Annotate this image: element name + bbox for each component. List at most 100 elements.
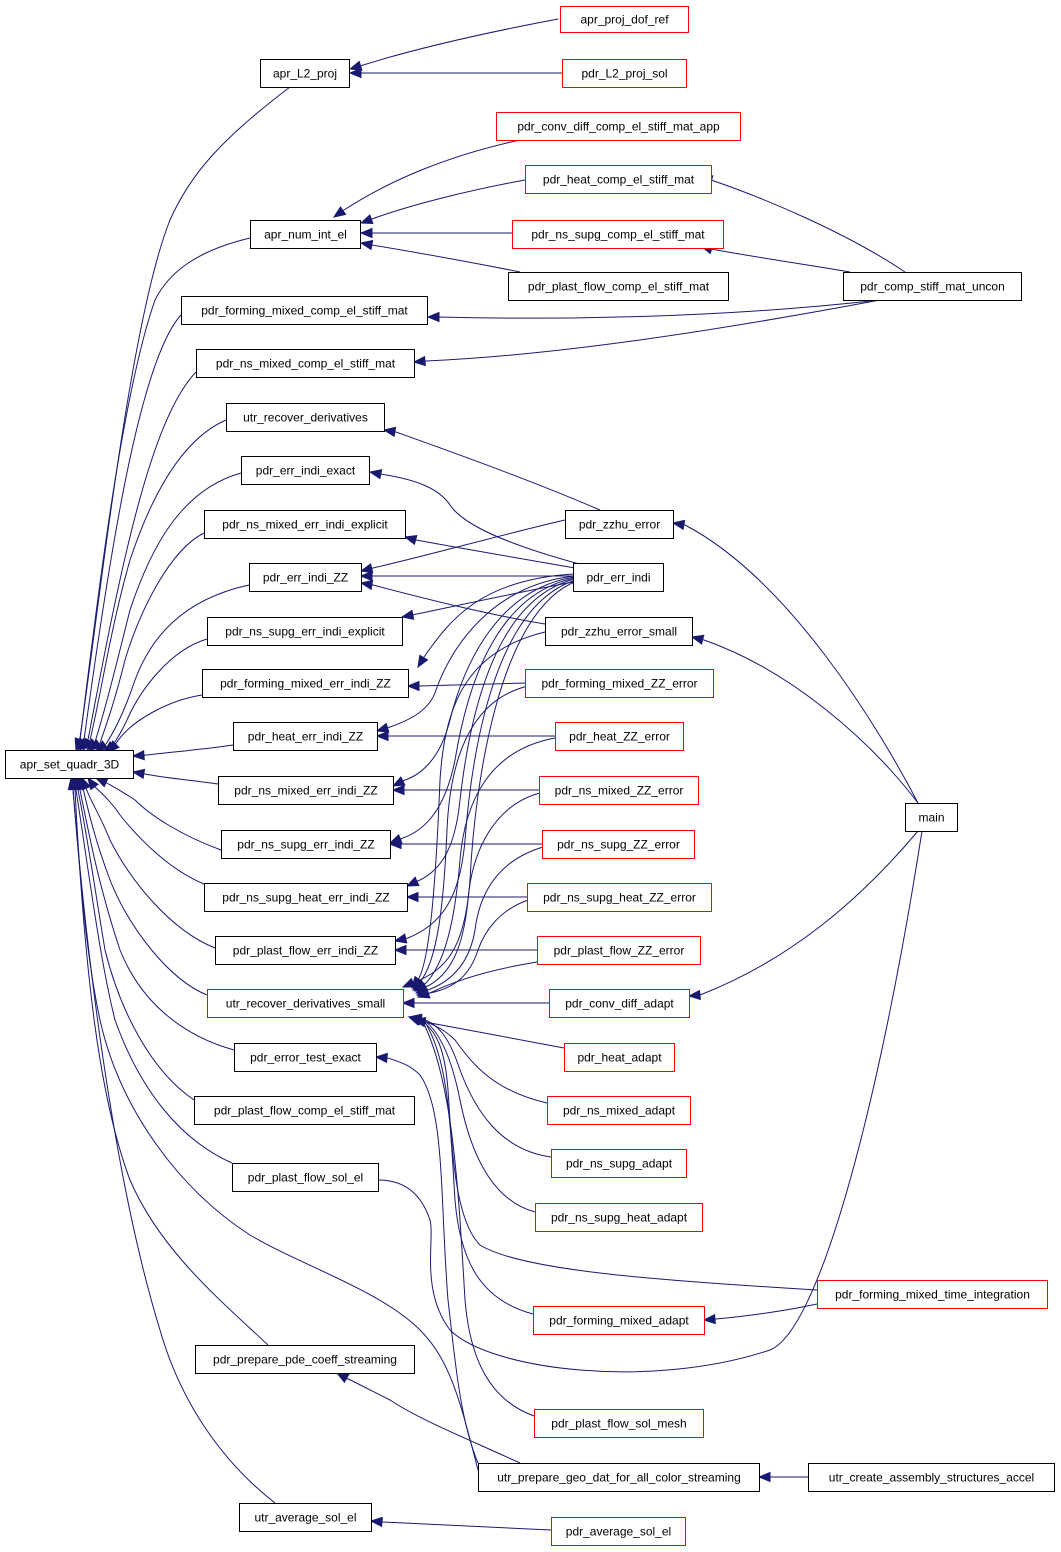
node-pdr-ns-supg-zz-error[interactable]: pdr_ns_supg_ZZ_error bbox=[542, 830, 695, 859]
node-main[interactable]: main bbox=[905, 803, 958, 832]
arrowhead bbox=[359, 570, 373, 582]
call-edge bbox=[429, 961, 538, 994]
call-edge bbox=[419, 578, 576, 881]
node-utr-create-assembly-structures-accel[interactable]: utr_create_assembly_structures_accel bbox=[808, 1463, 1055, 1492]
call-edge bbox=[417, 631, 546, 981]
node-box bbox=[551, 1517, 686, 1546]
node-pdr-conv-diff-adapt[interactable]: pdr_conv_diff_adapt bbox=[549, 989, 690, 1018]
call-edge bbox=[372, 519, 566, 569]
node-pdr-ns-supg-comp-el-stiff-mat[interactable]: pdr_ns_supg_comp_el_stiff_mat bbox=[512, 220, 724, 249]
node-apr-set-quadr-3d[interactable]: apr_set_quadr_3D bbox=[5, 750, 134, 779]
node-pdr-ns-supg-err-indi-explicit[interactable]: pdr_ns_supg_err_indi_explicit bbox=[207, 617, 403, 646]
arrowhead bbox=[94, 777, 109, 788]
node-pdr-ns-mixed-comp-el-stiff-mat[interactable]: pdr_ns_mixed_comp_el_stiff_mat bbox=[196, 349, 415, 378]
node-pdr-comp-stiff-mat-uncon[interactable]: pdr_comp_stiff_mat_uncon bbox=[843, 272, 1022, 301]
node-box bbox=[478, 1463, 760, 1492]
node-pdr-error-test-exact[interactable]: pdr_error_test_exact bbox=[234, 1043, 377, 1072]
node-box bbox=[573, 563, 664, 592]
node-pdr-zzhu-error[interactable]: pdr_zzhu_error bbox=[565, 510, 674, 539]
node-box bbox=[250, 220, 361, 249]
node-utr-prepare-geo-dat-for-all-color-streaming[interactable]: utr_prepare_geo_dat_for_all_color_stream… bbox=[478, 1463, 760, 1492]
node-pdr-err-indi[interactable]: pdr_err_indi bbox=[573, 563, 664, 592]
node-label: apr_set_quadr_3D bbox=[20, 758, 120, 772]
node-pdr-err-indi-exact[interactable]: pdr_err_indi_exact bbox=[241, 456, 370, 485]
node-pdr-prepare-pde-coeff-streaming[interactable]: pdr_prepare_pde_coeff_streaming bbox=[195, 1345, 415, 1374]
node-pdr-forming-mixed-time-integration[interactable]: pdr_forming_mixed_time_integration bbox=[817, 1280, 1048, 1309]
node-pdr-ns-mixed-err-indi-zz[interactable]: pdr_ns_mixed_err_indi_ZZ bbox=[218, 776, 394, 805]
arrowhead bbox=[382, 426, 397, 438]
node-pdr-heat-comp-el-stiff-mat[interactable]: pdr_heat_comp_el_stiff_mat bbox=[525, 165, 712, 194]
node-label: pdr_ns_supg_heat_adapt bbox=[551, 1211, 688, 1225]
arrowhead bbox=[359, 239, 374, 251]
node-box bbox=[196, 349, 415, 378]
node-box bbox=[234, 1043, 377, 1072]
node-label: pdr_conv_diff_comp_el_stiff_mat_app bbox=[517, 120, 720, 134]
node-pdr-ns-supg-heat-err-indi-zz[interactable]: pdr_ns_supg_heat_err_indi_ZZ bbox=[204, 883, 408, 912]
node-box bbox=[549, 989, 690, 1018]
node-label: pdr_ns_supg_heat_err_indi_ZZ bbox=[222, 891, 389, 905]
node-pdr-zzhu-error-small[interactable]: pdr_zzhu_error_small bbox=[545, 617, 693, 646]
node-pdr-heat-err-indi-zz[interactable]: pdr_heat_err_indi_ZZ bbox=[233, 722, 378, 751]
node-pdr-plast-flow-err-indi-zz[interactable]: pdr_plast_flow_err_indi_ZZ bbox=[215, 936, 396, 965]
call-edge bbox=[79, 86, 291, 739]
node-pdr-plast-flow-zz-error[interactable]: pdr_plast_flow_ZZ_error bbox=[537, 936, 701, 965]
node-pdr-plast-flow-comp-el-stiff-mat-r[interactable]: pdr_plast_flow_comp_el_stiff_mat bbox=[508, 272, 729, 301]
node-pdr-forming-mixed-comp-el-stiff-mat[interactable]: pdr_forming_mixed_comp_el_stiff_mat bbox=[181, 296, 428, 325]
node-label: apr_L2_proj bbox=[273, 67, 337, 81]
node-utr-recover-derivatives-small[interactable]: utr_recover_derivatives_small bbox=[207, 989, 404, 1018]
call-edge bbox=[85, 787, 216, 949]
call-edge bbox=[710, 179, 906, 273]
node-pdr-heat-adapt[interactable]: pdr_heat_adapt bbox=[564, 1043, 675, 1072]
node-pdr-ns-mixed-zz-error[interactable]: pdr_ns_mixed_ZZ_error bbox=[539, 776, 699, 805]
node-pdr-plast-flow-sol-mesh[interactable]: pdr_plast_flow_sol_mesh bbox=[534, 1409, 704, 1438]
node-pdr-ns-mixed-adapt[interactable]: pdr_ns_mixed_adapt bbox=[547, 1096, 691, 1125]
node-pdr-err-indi-zz[interactable]: pdr_err_indi_ZZ bbox=[249, 563, 362, 592]
call-edge bbox=[372, 584, 546, 625]
node-label: pdr_plast_flow_ZZ_error bbox=[554, 944, 685, 958]
node-pdr-plast-flow-comp-el-stiff-mat-l[interactable]: pdr_plast_flow_comp_el_stiff_mat bbox=[194, 1096, 415, 1125]
node-pdr-plast-flow-sol-el[interactable]: pdr_plast_flow_sol_el bbox=[232, 1163, 379, 1192]
node-label: pdr_ns_supg_err_indi_explicit bbox=[225, 625, 385, 639]
node-pdr-heat-zz-error[interactable]: pdr_heat_ZZ_error bbox=[555, 722, 684, 751]
node-pdr-forming-mixed-adapt[interactable]: pdr_forming_mixed_adapt bbox=[533, 1306, 705, 1335]
arrowhead bbox=[348, 60, 363, 71]
node-pdr-l2-proj-sol[interactable]: pdr_L2_proj_sol bbox=[562, 59, 687, 88]
node-apr-proj-dof-ref[interactable]: apr_proj_dof_ref bbox=[560, 6, 689, 33]
node-pdr-ns-supg-heat-adapt[interactable]: pdr_ns_supg_heat_adapt bbox=[535, 1203, 703, 1232]
node-apr-l2-proj[interactable]: apr_L2_proj bbox=[260, 59, 350, 88]
node-pdr-ns-mixed-err-indi-explicit[interactable]: pdr_ns_mixed_err_indi_explicit bbox=[204, 510, 406, 539]
node-label: pdr_forming_mixed_time_integration bbox=[835, 1288, 1030, 1302]
node-pdr-conv-diff-comp-el-stiff-mat-app[interactable]: pdr_conv_diff_comp_el_stiff_mat_app bbox=[496, 112, 741, 141]
node-utr-average-sol-el[interactable]: utr_average_sol_el bbox=[239, 1503, 372, 1532]
node-pdr-ns-supg-adapt[interactable]: pdr_ns_supg_adapt bbox=[551, 1149, 687, 1178]
node-label: pdr_ns_mixed_ZZ_error bbox=[555, 784, 684, 798]
arrowhead bbox=[348, 67, 362, 79]
node-label: pdr_forming_mixed_ZZ_error bbox=[541, 677, 697, 691]
node-label: pdr_error_test_exact bbox=[250, 1051, 361, 1065]
arrowhead bbox=[757, 1471, 771, 1483]
call-edge bbox=[379, 473, 584, 566]
node-label: pdr_ns_supg_ZZ_error bbox=[557, 838, 680, 852]
node-label: pdr_forming_mixed_adapt bbox=[549, 1314, 689, 1328]
node-apr-num-int-el[interactable]: apr_num_int_el bbox=[250, 220, 361, 249]
node-label: utr_prepare_geo_dat_for_all_color_stream… bbox=[497, 1471, 741, 1485]
node-box bbox=[260, 59, 350, 88]
call-edge bbox=[144, 773, 219, 785]
arrowhead bbox=[359, 227, 373, 239]
node-label: pdr_ns_supg_err_indi_ZZ bbox=[237, 838, 374, 852]
node-pdr-ns-supg-err-indi-zz[interactable]: pdr_ns_supg_err_indi_ZZ bbox=[221, 830, 391, 859]
node-pdr-forming-mixed-err-indi-zz[interactable]: pdr_forming_mixed_err_indi_ZZ bbox=[202, 669, 409, 698]
node-box bbox=[221, 830, 391, 859]
arrowhead bbox=[375, 730, 389, 742]
call-edge-tail bbox=[419, 1020, 424, 1023]
node-pdr-average-sol-el[interactable]: pdr_average_sol_el bbox=[551, 1517, 686, 1546]
node-label: pdr_ns_supg_comp_el_stiff_mat bbox=[531, 228, 705, 242]
node-label: pdr_ns_mixed_adapt bbox=[563, 1104, 676, 1118]
node-utr-recover-derivatives[interactable]: utr_recover_derivatives bbox=[226, 403, 385, 432]
call-edge bbox=[715, 1303, 818, 1320]
node-label: pdr_err_indi_ZZ bbox=[263, 571, 348, 585]
node-box bbox=[202, 669, 409, 698]
node-label: pdr_ns_mixed_err_indi_explicit bbox=[222, 518, 388, 532]
node-pdr-forming-mixed-zz-error[interactable]: pdr_forming_mixed_ZZ_error bbox=[525, 669, 714, 698]
node-pdr-ns-supg-heat-zz-error[interactable]: pdr_ns_supg_heat_ZZ_error bbox=[527, 883, 712, 912]
